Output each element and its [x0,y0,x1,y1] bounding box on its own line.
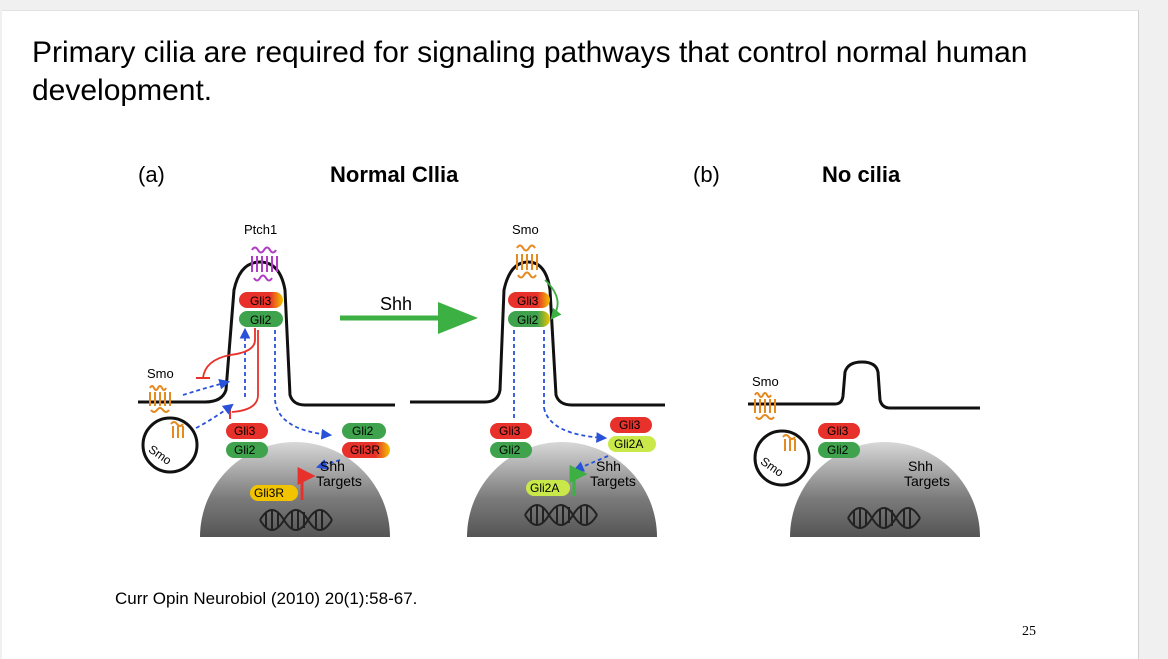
panel-b-letter: (b) [693,162,720,187]
cilium-gli3-label: Gli3 [517,294,539,308]
smo-label: Smo [512,222,539,237]
cilium-gli2-label: Gli2 [517,313,539,327]
nucleus-gli3r-label: Gli3R [254,486,284,500]
smo-entry-arrow [182,378,231,396]
smo-label: Smo [752,374,779,389]
cyto-gli2-label: Gli2 [499,443,521,457]
short-cilium-membrane [748,360,980,410]
panel-a-letter: (a) [138,162,165,187]
shh-arrow-head [438,302,478,334]
transport-out-arrow [543,407,608,443]
gli3r-nuclear-arrow [315,459,341,470]
out-gli2a-label: Gli2A [614,437,643,451]
slide-title: Primary cilia are required for signaling… [32,36,1028,107]
out-gli3r-pill [342,442,390,458]
targets-label-line2: Targets [904,473,950,489]
gli3-pill [818,423,860,439]
out-gli2a-pill [608,436,656,452]
smo-label: Smo [147,366,174,381]
ptch1-label: Ptch1 [244,222,277,237]
targets-label-line2: Targets [316,473,362,489]
smo-receptor-icon [516,244,538,279]
cyto-gli2-pill [226,442,268,458]
cyto-gli3-pill [226,423,268,439]
ptch1-inhibition-line-2 [231,330,259,413]
smo-receptor-icon [754,392,776,420]
out-gli3-pill [610,417,652,433]
dna-icon [524,504,598,526]
out-gli3-label: Gli3 [619,418,641,432]
gli2-pill [818,442,860,458]
nucleus-gli2a-label: Gli2A [530,481,559,495]
no-cilia-cell: Smo Smo Gli3 Gli2 Shh Targets [748,360,980,537]
targets-label-line1: Shh [596,458,621,474]
cilium-gli3-pill [508,292,550,308]
right-cell: Smo Gli3 Gli2 Gli3 Gli2 Gli3 Gli2A Shh T… [410,222,665,537]
cilium-membrane [138,260,395,407]
cyto-gli3-label: Gli3 [499,424,521,438]
slide [2,10,1139,659]
repressed-transcription-arrow [297,467,316,500]
page-number: 25 [1022,624,1036,639]
out-gli2-pill [342,423,386,439]
cyto-gli3-pill [490,423,532,439]
cyto-gli2-label: Gli2 [234,443,256,457]
dna-icon [259,509,333,531]
smo-activation-arrow [544,279,562,320]
cilium-gli3-label: Gli3 [250,294,272,308]
targets-label-line1: Shh [908,458,933,474]
nucleus-gli3r-pill [250,485,298,501]
transport-out-arrow [274,399,333,440]
panel-b-heading: No cilia [822,162,901,187]
nucleus [790,442,980,537]
cilium-gli3-pill [239,292,283,308]
cilium-gli2-pill [508,311,550,327]
out-gli2-label: Gli2 [352,424,374,438]
ptch1-receptor-icon [251,246,278,282]
gli2-label: Gli2 [827,443,849,457]
targets-label-line1: Shh [320,458,345,474]
cilium-gli2-label: Gli2 [250,313,272,327]
cyto-gli3-label: Gli3 [234,424,256,438]
cilium-membrane [410,260,665,407]
cilium-gli2-pill [239,311,283,327]
left-cell: Ptch1 Gli3 Gli2 Smo Smo [138,222,395,537]
vesicle-smo-receptor-icon [782,434,796,451]
panel-a-heading: Normal Cllia [330,162,459,187]
targets-label-line2: Targets [590,473,636,489]
vesicle-transport-arrow [195,403,234,429]
citation: Curr Opin Neurobiol (2010) 20(1):58-67. [115,589,418,608]
ptch1-inhibition-line [202,328,256,379]
vesicle-smo-receptor-icon [170,421,184,438]
smo-receptor-icon [149,385,171,413]
shh-arrow-label: Shh [380,294,412,314]
gli3-label: Gli3 [827,424,849,438]
active-transcription-arrow [569,465,588,496]
dna-icon [847,507,921,529]
cyto-gli2-pill [490,442,532,458]
out-gli3r-label: Gli3R [350,443,380,457]
nucleus-gli2a-pill [526,480,570,496]
